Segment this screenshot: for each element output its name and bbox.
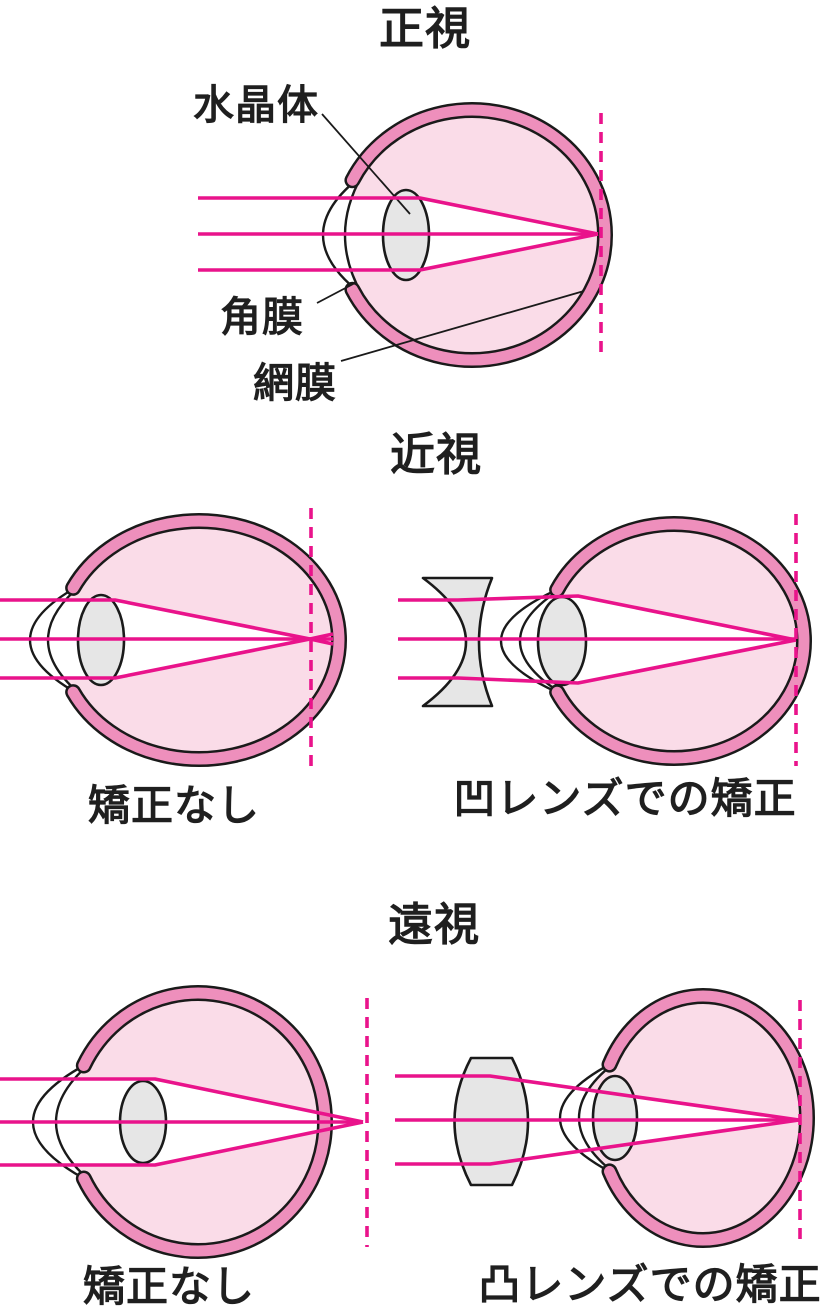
sclera-retina-band [604, 990, 813, 1246]
light-ray [395, 1118, 800, 1166]
light-ray [398, 594, 797, 642]
light-ray [0, 1077, 364, 1124]
eye-diagram-myopia-corrected [398, 514, 812, 766]
corrective-concave-lens [421, 576, 494, 708]
light-ray [0, 1120, 364, 1167]
sclera-retina-band [551, 518, 810, 764]
eye-diagram-hyperopia-uncorrected [0, 985, 369, 1259]
label-pointer-line [340, 290, 585, 362]
caption-myopia-uncorrected: 矯正なし [87, 781, 261, 830]
light-ray [395, 1074, 800, 1122]
label-cornea: 角膜 [220, 293, 304, 341]
light-ray [398, 638, 797, 685]
label-pointer-line [316, 282, 356, 304]
eye-diagram-myopia-uncorrected [0, 508, 347, 772]
caption-myopia-concave-correction: 凹レンズでの矯正 [453, 774, 797, 823]
light-ray [0, 598, 334, 646]
section-title-myopia: 近視 [389, 428, 483, 481]
label-crystalline-lens: 水晶体 [193, 81, 319, 129]
eye-diagram-emmetropia [198, 102, 613, 368]
sclera-retina-band [346, 104, 611, 366]
light-ray [0, 632, 334, 680]
label-retina: 網膜 [253, 359, 337, 407]
sclera-retina-band [67, 515, 345, 765]
section-title-emmetropia: 正視 [378, 2, 472, 55]
section-title-hyperopia: 遠視 [387, 898, 481, 951]
caption-hyperopia-uncorrected: 矯正なし [82, 1262, 256, 1306]
light-ray [198, 196, 599, 236]
crystalline-lens [536, 595, 588, 687]
light-ray [198, 232, 599, 272]
eye-diagram-hyperopia-corrected [395, 988, 815, 1248]
caption-hyperopia-convex-correction: 凸レンズでの矯正 [478, 1260, 822, 1306]
